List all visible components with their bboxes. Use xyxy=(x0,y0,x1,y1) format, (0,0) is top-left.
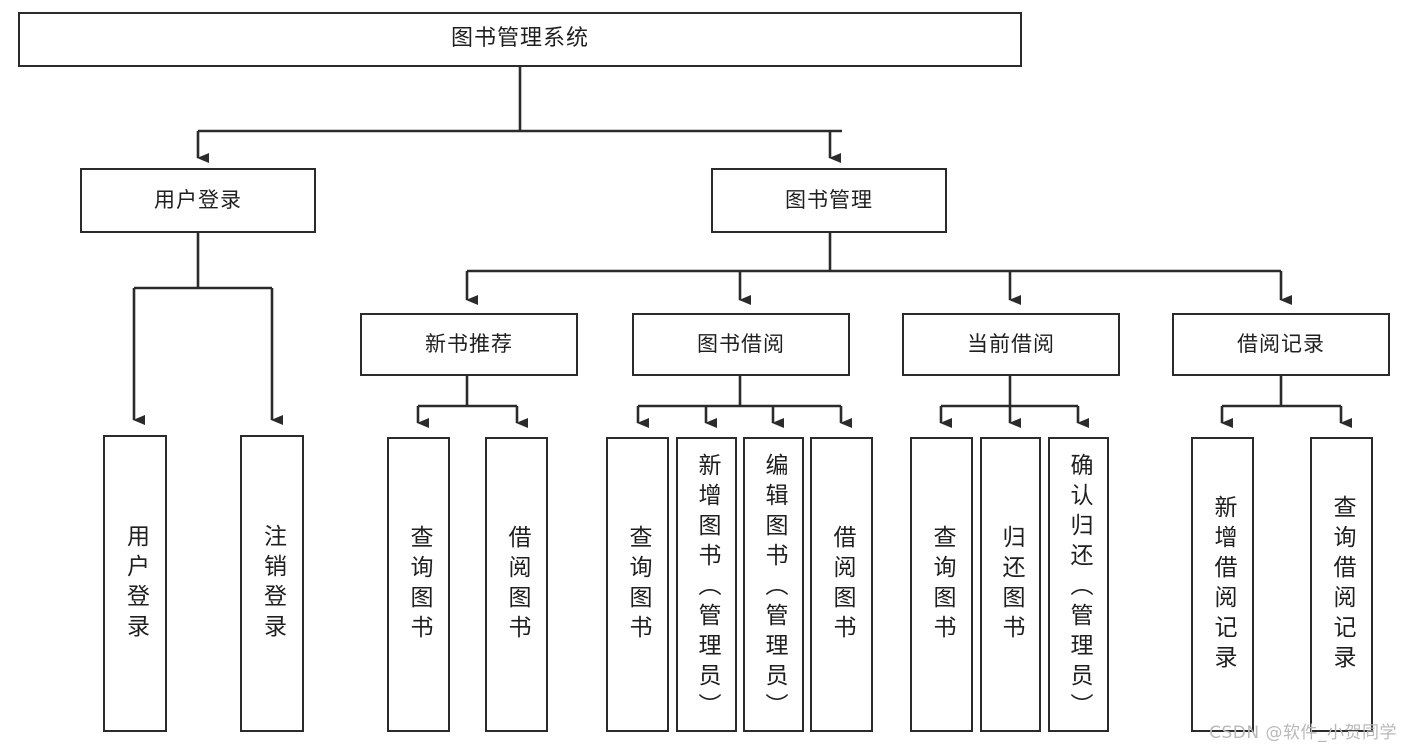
leaf-add-book-admin[interactable]: 新增图书（管理员） xyxy=(676,437,737,732)
node-new-book-recommendation[interactable]: 新书推荐 xyxy=(360,313,578,376)
leaf-query-book-current[interactable]: 查询图书 xyxy=(910,437,973,732)
node-borrowing-record[interactable]: 借阅记录 xyxy=(1172,313,1390,376)
node-user-login[interactable]: 用户登录 xyxy=(80,168,316,233)
node-book-management[interactable]: 图书管理 xyxy=(711,168,947,233)
node-label: 编辑图书（管理员） xyxy=(761,453,787,723)
leaf-edit-book-admin[interactable]: 编辑图书（管理员） xyxy=(743,437,804,732)
leaf-query-borrowing-record[interactable]: 查询借阅记录 xyxy=(1310,437,1373,732)
leaf-logout[interactable]: 注销登录 xyxy=(240,435,304,732)
node-label: 图书管理系统 xyxy=(450,26,589,52)
node-label: 图书管理 xyxy=(785,187,873,212)
node-label: 新书推荐 xyxy=(425,331,513,356)
node-label: 借阅记录 xyxy=(1237,331,1325,356)
node-label: 借阅图书 xyxy=(829,524,855,645)
node-label: 查询图书 xyxy=(929,524,955,645)
node-book-borrowing[interactable]: 图书借阅 xyxy=(632,313,850,376)
node-label: 注销登录 xyxy=(259,523,286,644)
node-label: 确认归还（管理员） xyxy=(1066,453,1092,723)
watermark-text: CSDN @软件_小贺同学 xyxy=(1209,723,1397,743)
node-current-borrowing[interactable]: 当前借阅 xyxy=(902,313,1120,376)
node-label: 图书借阅 xyxy=(697,331,785,356)
node-label: 新增图书（管理员） xyxy=(694,453,720,723)
leaf-return-book[interactable]: 归还图书 xyxy=(980,437,1041,732)
leaf-borrow-book-borrowing[interactable]: 借阅图书 xyxy=(810,437,873,732)
node-label: 归还图书 xyxy=(998,524,1024,645)
node-label: 查询借阅记录 xyxy=(1329,494,1355,675)
leaf-confirm-return-admin[interactable]: 确认归还（管理员） xyxy=(1048,437,1109,732)
leaf-query-book-borrowing[interactable]: 查询图书 xyxy=(606,437,669,732)
leaf-user-login[interactable]: 用户登录 xyxy=(103,435,167,732)
leaf-query-book-recommendation[interactable]: 查询图书 xyxy=(387,437,450,732)
node-label: 查询图书 xyxy=(625,524,651,645)
node-label: 当前借阅 xyxy=(967,331,1055,356)
node-root-book-management-system[interactable]: 图书管理系统 xyxy=(18,12,1022,67)
node-label: 查询图书 xyxy=(406,524,432,645)
leaf-add-borrowing-record[interactable]: 新增借阅记录 xyxy=(1191,437,1254,732)
node-label: 借阅图书 xyxy=(504,524,530,645)
node-label: 用户登录 xyxy=(122,523,149,644)
leaf-borrow-book-recommendation[interactable]: 借阅图书 xyxy=(485,437,548,732)
node-label: 新增借阅记录 xyxy=(1210,494,1236,675)
node-label: 用户登录 xyxy=(154,187,242,212)
